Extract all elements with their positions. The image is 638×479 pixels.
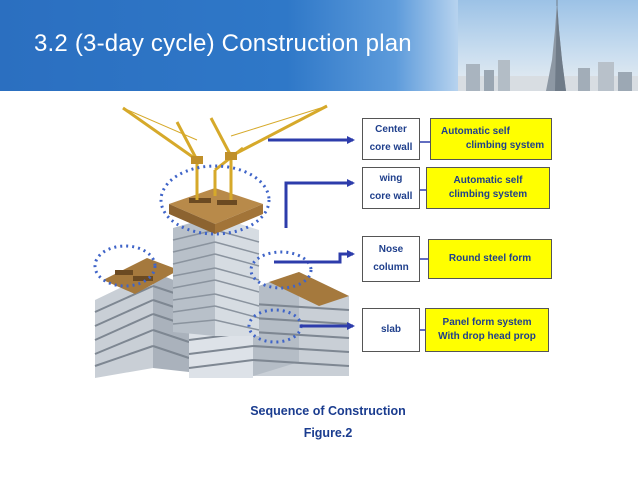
system-line: With drop head prop [438,331,536,342]
system-line: Automatic self [441,126,510,137]
system-line: climbing system [465,140,545,151]
system-line: Automatic self [453,175,523,186]
label-line: slab [380,324,401,335]
burj-skyline-image [458,0,638,91]
system-line: climbing system [448,189,528,200]
label-center-core-wall: Center core wall [362,118,420,160]
label-line: core wall [369,191,413,202]
arrow-wing-core [284,179,355,228]
label-slab: slab [362,308,420,352]
arrow-nose-column [274,250,355,264]
slide-header: 3.2 (3-day cycle) Construction plan [0,0,638,91]
label-line: column [373,262,409,273]
building-illustration [93,100,353,382]
slide-title: 3.2 (3-day cycle) Construction plan [34,30,412,57]
system-line: Round steel form [448,253,532,264]
figure-caption-number: Figure.2 [303,426,353,440]
label-line: core wall [369,142,413,153]
label-line: Center [375,124,407,135]
system-wing-core: Automatic self climbing system [426,167,550,209]
system-line: Panel form system [442,317,532,328]
system-slab: Panel form system With drop head prop [425,308,549,352]
figure-caption-title: Sequence of Construction [250,404,406,418]
label-nose-column: Nose column [362,236,420,282]
lower-left-wing [94,272,190,378]
label-line: Nose [378,244,404,255]
tower-cranes [122,104,328,200]
label-line: wing [379,173,403,184]
label-wing-core-wall: wing core wall [362,167,420,209]
lower-right-wing [252,272,350,376]
system-center-core: Automatic self climbing system [430,118,552,160]
system-nose-column: Round steel form [428,239,552,279]
central-tower [169,188,263,336]
